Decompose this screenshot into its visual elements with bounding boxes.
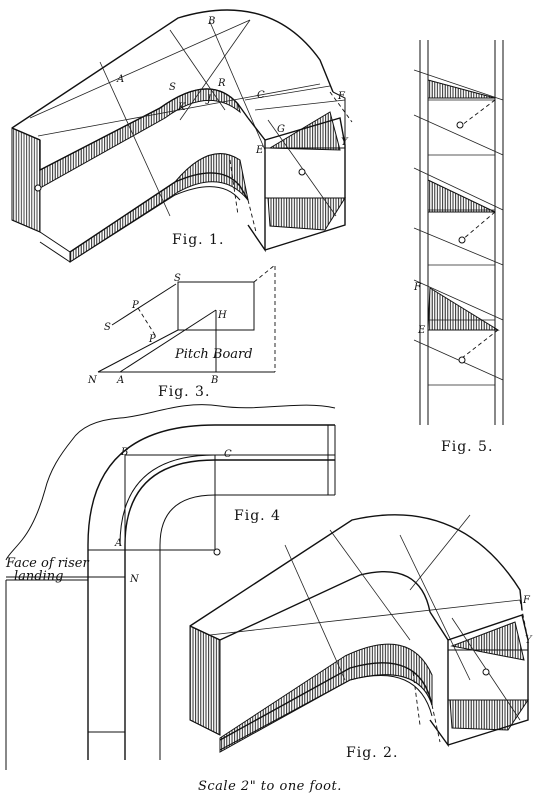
fig3-label-B: B	[210, 375, 218, 386]
fig5-label-F: F	[413, 282, 422, 293]
fig1-label-C: C	[257, 90, 265, 101]
figure-4: B C A N Face of riser landing Fig. 4	[5, 404, 336, 770]
fig4-label-B: B	[120, 447, 128, 458]
fig2-caption: Fig. 2.	[346, 745, 398, 761]
fig3-label-A: A	[116, 375, 124, 386]
fig4-face-of-riser: Face of riser	[5, 556, 90, 571]
fig5-caption: Fig. 5.	[441, 439, 493, 455]
fig1-label-B: B	[207, 16, 215, 27]
fig2-label-Y: Y	[525, 635, 533, 646]
fig1-label-K: K	[177, 102, 186, 113]
fig3-label-S2: S	[104, 322, 111, 333]
figure-5: F E Fig. 5.	[413, 40, 504, 455]
fig4-label-A: A	[114, 538, 122, 549]
fig5-label-E: E	[417, 325, 426, 336]
fig3-caption: Fig. 3.	[158, 384, 210, 400]
fig1-label-F: F	[337, 91, 346, 102]
fig1-label-A: A	[116, 74, 124, 85]
figure-3: S P S P H N A B Pitch Board Fig. 3.	[87, 264, 276, 400]
fig3-label-P2: P	[148, 334, 156, 345]
fig4-label-N: N	[129, 574, 140, 585]
fig1-hatch-upper	[39, 88, 241, 189]
fig1-label-S: S	[169, 82, 176, 93]
fig1-label-E: E	[255, 145, 264, 156]
fig3-label-P1: P	[131, 300, 139, 311]
fig4-wall-outline	[5, 404, 336, 561]
figure-2: F Y Fig. 2.	[189, 514, 533, 761]
fig4-caption: Fig. 4	[234, 508, 281, 524]
fig4-landing: landing	[14, 569, 63, 584]
fig3-label-N: N	[87, 375, 98, 386]
fig2-label-F: F	[522, 595, 531, 606]
fig4-label-C: C	[224, 449, 232, 460]
scale-note: Scale 2" to one foot.	[198, 779, 342, 794]
fig1-label-G: G	[277, 124, 285, 135]
figure-1: B A S R K J C F G Y E Fig. 1.	[11, 9, 353, 263]
fig3-label-H: H	[217, 310, 227, 321]
fig1-label-R: R	[217, 78, 226, 89]
fig3-pitch-board: Pitch Board	[174, 347, 253, 362]
fig1-caption: Fig. 1.	[172, 232, 224, 248]
fig1-label-Y: Y	[341, 137, 349, 148]
fig1-label-J: J	[205, 94, 212, 105]
fig1-outer-edge	[11, 9, 334, 129]
fig3-label-S: S	[174, 273, 181, 284]
